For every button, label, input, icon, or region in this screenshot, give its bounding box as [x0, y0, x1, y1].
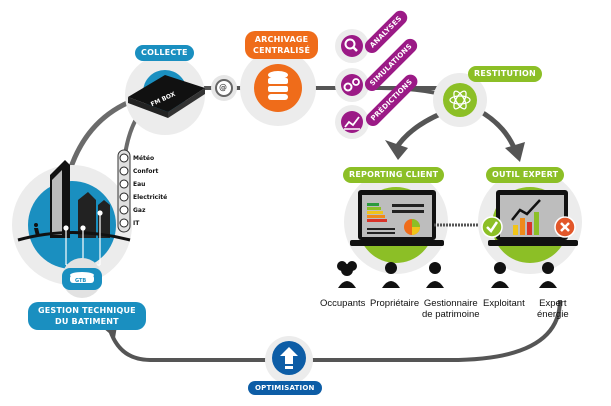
gtb-db-label: GTB [75, 278, 87, 284]
archivage-label: ARCHIVAGE CENTRALISÉ [245, 31, 319, 59]
collecte-label: COLLECTE [135, 45, 194, 61]
sensor-label-gaz: Gaz [133, 207, 146, 214]
at-connector [215, 79, 233, 97]
person-label-line1: Propriétaire [370, 298, 420, 309]
person-label-line1: Expert [539, 298, 567, 309]
chart-trend-icon [344, 116, 360, 130]
flow-line-restitution-to-expert [476, 107, 518, 151]
fm-box-device-icon [128, 75, 205, 118]
person-label-exploitant: Exploitant [483, 298, 525, 309]
predictions-icon-disc [341, 111, 363, 133]
people-icons [337, 261, 557, 288]
laptop-report-icon [350, 190, 444, 246]
sensor-label-it: IT [133, 220, 140, 227]
check-icon [481, 216, 503, 238]
restitution-disc [443, 83, 477, 117]
person-label-gestionnaire: Gestionnaire de patrimoine [422, 298, 480, 320]
gtb-label-line2: DU BATIMENT [55, 317, 119, 326]
sensor-label-electricite: Electricité [133, 194, 168, 201]
person-label-line2: de patrimoine [422, 309, 480, 320]
person-label-line1: Gestionnaire [423, 298, 478, 309]
weather-icon [119, 153, 129, 163]
asset-manager-icon [426, 262, 444, 288]
gtb-label-line1: GESTION TECHNIQUE [38, 306, 136, 315]
analyses-icon-disc [341, 35, 363, 57]
occupants-icon [337, 261, 357, 288]
up-arrow-icon [280, 347, 298, 364]
running-person-icon [34, 223, 40, 236]
person-label-proprietaire: Propriétaire [370, 298, 419, 309]
at-connector-label: @ [219, 83, 227, 92]
sensor-icons [119, 153, 129, 228]
gears-icon [343, 78, 360, 92]
person-label-line1: Exploitant [483, 298, 525, 309]
operator-icon [491, 262, 509, 288]
database-icon [268, 71, 288, 100]
archivage-label-line2: CENTRALISÉ [253, 46, 311, 55]
person-label-expert-energie: Expert énergie [537, 298, 569, 320]
person-label-line2: énergie [537, 309, 569, 320]
check-mark [486, 221, 499, 233]
electricity-icon [119, 192, 129, 202]
arrow-head-reporting [385, 140, 408, 160]
sensor-label-confort: Confort [133, 168, 159, 175]
up-arrow-base [285, 366, 293, 369]
reporting-client-label: REPORTING CLIENT [343, 167, 445, 183]
laptop-chart-icon [488, 190, 578, 246]
thermometer-icon [119, 166, 129, 176]
outil-expert-label: OUTIL EXPERT [486, 167, 565, 183]
owner-icon [382, 262, 400, 288]
gtb-db-body [70, 275, 94, 283]
person-label-occupants: Occupants [320, 298, 365, 309]
flame-icon [119, 205, 129, 215]
cross-mark [560, 222, 570, 232]
energy-expert-icon [539, 262, 557, 288]
sensor-label-meteo: Météo [133, 155, 155, 162]
flow-line-optimisation [108, 299, 562, 362]
magnifier-icon [344, 38, 358, 52]
restitution-label: RESTITUTION [468, 66, 542, 82]
network-icon [119, 218, 129, 228]
archivage-label-line1: ARCHIVAGE [254, 35, 309, 44]
atom-icon [449, 90, 471, 110]
optimisation-label: OPTIMISATION [248, 381, 322, 395]
sensor-label-eau: Eau [133, 181, 146, 188]
arrow-head-expert [505, 142, 525, 162]
person-label-line1: Occupants [320, 298, 366, 309]
gtb-label: GESTION TECHNIQUE DU BATIMENT [28, 302, 146, 330]
water-drop-icon [119, 179, 129, 189]
